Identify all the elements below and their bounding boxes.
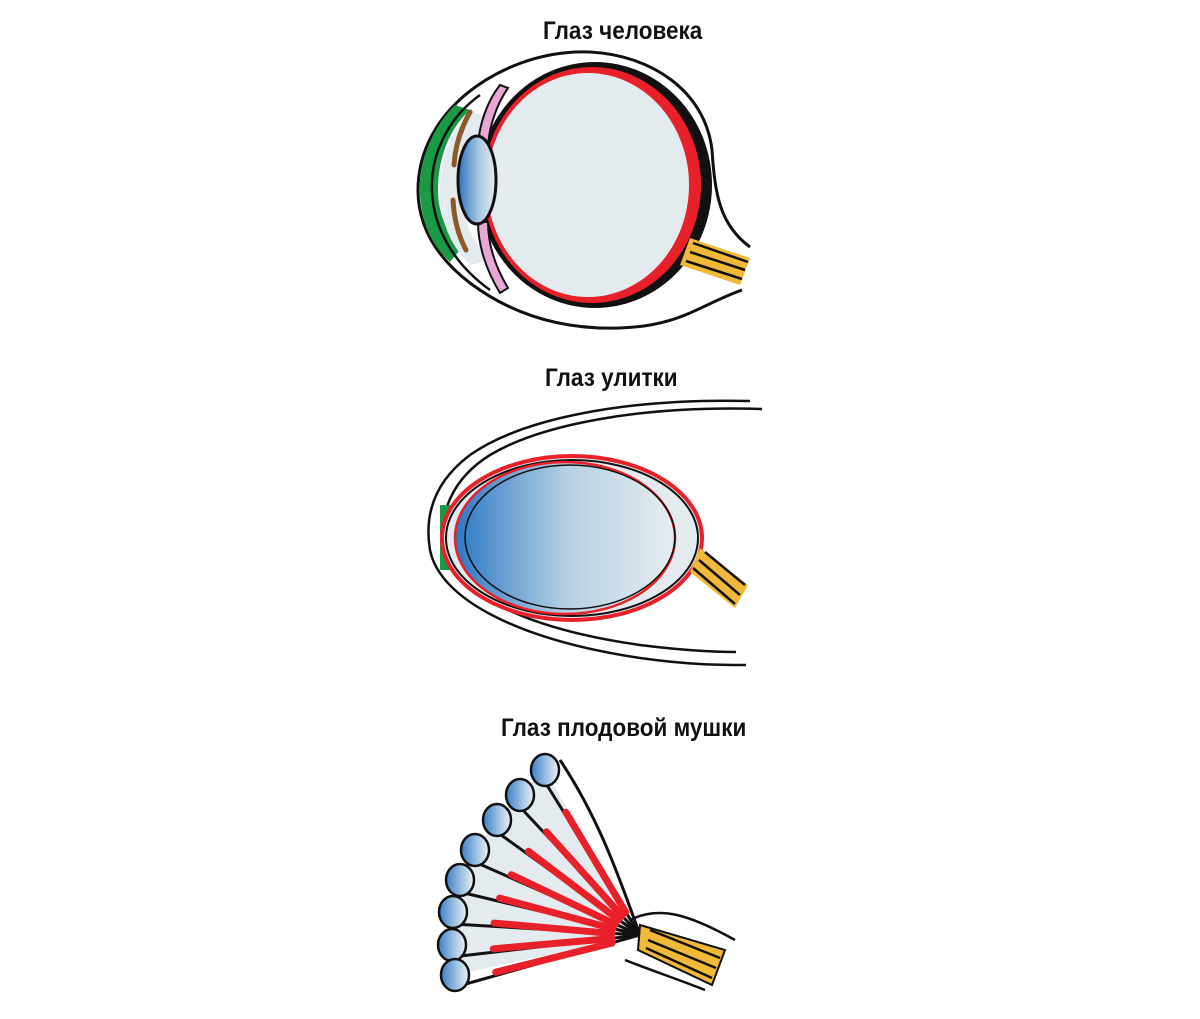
ommatidium-rhabdom <box>489 935 616 953</box>
human-iris-upper <box>451 109 473 168</box>
human-optic-nerve <box>680 238 750 285</box>
title-fruitfly-eye: Глаз плодовой мушки <box>501 714 747 742</box>
human-eye <box>416 50 751 330</box>
human-lens <box>456 134 498 226</box>
fruitfly-optic-nerve <box>624 911 736 992</box>
ommatidium-rhabdom <box>524 847 623 924</box>
ommatidium-rhabdom <box>562 808 630 916</box>
human-inner-sheath <box>430 93 491 292</box>
title-human-eye: Глаз человека <box>543 17 703 45</box>
human-vitreous <box>487 73 689 297</box>
snail-optic-nerve <box>690 548 748 608</box>
ommatidium-rhabdom <box>492 939 616 976</box>
ommatidium-lens <box>529 752 561 788</box>
ommatidium-lens <box>444 862 476 898</box>
ommatidium-lens <box>504 777 536 813</box>
snail-eye <box>427 399 763 667</box>
title-snail-eye: Глаз улитки <box>545 364 678 392</box>
ommatidium-rhabdom <box>490 919 616 938</box>
ommatidium-lens <box>439 957 471 993</box>
ommatidium-rhabdom <box>496 894 617 933</box>
ommatidium-lens <box>459 832 491 868</box>
fruitfly-eye <box>436 752 642 993</box>
ommatidium-lens <box>481 802 513 838</box>
ommatidium-rhabdom <box>507 871 619 928</box>
fan-outer-edge <box>558 759 642 936</box>
human-outer-sheath <box>416 50 751 330</box>
human-cornea <box>419 105 470 262</box>
ommatidium-rhabdom <box>542 828 626 920</box>
human-iris-lower <box>450 197 469 253</box>
snail-outer-sheath-1 <box>427 399 751 667</box>
ommatidium-lens <box>436 927 468 963</box>
ommatidium-lens <box>437 894 469 930</box>
